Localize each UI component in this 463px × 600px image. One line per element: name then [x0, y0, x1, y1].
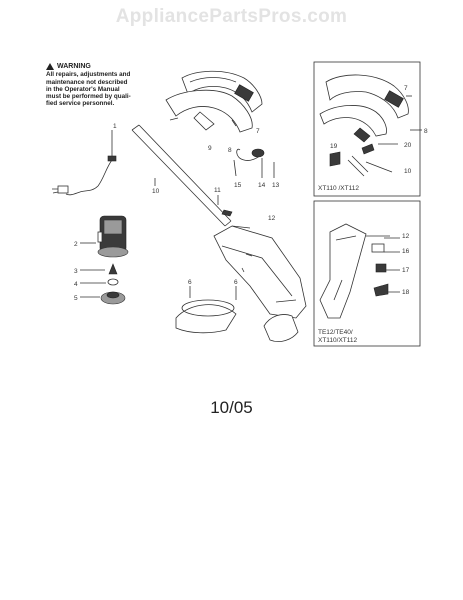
part-11-clip: [217, 195, 233, 217]
watermark: AppliancePartsPros.com: [115, 6, 348, 27]
inset-top-handle: [319, 74, 412, 177]
inset-callout-7: 7: [404, 85, 408, 92]
warning-triangle-icon: [46, 63, 54, 71]
inset-bottom-housing: [319, 223, 390, 319]
callout-9: 9: [208, 145, 212, 152]
part-1-cord: [52, 130, 117, 196]
callout-12: 12: [268, 215, 276, 222]
callout-8: 8: [228, 147, 232, 154]
warning-title: WARNING: [46, 63, 146, 71]
callout-7: 7: [256, 128, 260, 135]
inset-callout-12: 12: [402, 233, 410, 240]
part-13-14-15-switch: [233, 148, 275, 178]
callout-5: 5: [74, 295, 78, 302]
inset-bottom-label-2: XT110/XT112: [318, 337, 358, 344]
callout-4: 4: [74, 281, 78, 288]
warning-line-2: maintenance not described: [46, 78, 128, 86]
part-6-guard: [175, 286, 237, 334]
callout-1: 1: [113, 123, 117, 130]
inset-box-bottom: [313, 200, 421, 347]
callout-3: 3: [74, 268, 78, 275]
warning-line-5: fied service personnel.: [46, 100, 115, 108]
callout-2: 2: [74, 241, 78, 248]
callout-6b: 6: [234, 279, 238, 286]
warning-title-text: WARNING: [57, 63, 91, 70]
inset-callout-19: 19: [330, 143, 338, 150]
inset-box-top: [313, 61, 421, 197]
callout-14: 14: [258, 182, 266, 189]
callout-13: 13: [272, 182, 280, 189]
part-4-washer: [80, 278, 119, 286]
inset-callout-16: 16: [402, 248, 410, 255]
warning-line-4: must be performed by quali-: [46, 93, 131, 101]
part-6-housing-cover: [235, 267, 299, 342]
part-3-fan: [80, 263, 118, 275]
warning-line-3: in the Operator's Manual: [46, 85, 120, 93]
part-10-shaft: [131, 124, 232, 227]
part-handle-housing: [165, 89, 253, 133]
inset-callout-8: 8: [424, 128, 428, 135]
part-7-handle: [181, 70, 263, 113]
inset-callout-20: 20: [404, 142, 412, 149]
inset-callout-10: 10: [404, 168, 412, 175]
callout-10: 10: [152, 188, 160, 195]
inset-top-label: XT110 /XT112: [318, 185, 359, 192]
callout-15: 15: [234, 182, 242, 189]
inset-callout-17: 17: [402, 267, 410, 274]
inset-bottom-label-1: TE12/TE40/: [318, 329, 353, 336]
part-2-motor: [80, 215, 129, 258]
callout-6a: 6: [188, 279, 192, 286]
callout-11: 11: [214, 187, 221, 194]
inset-callout-18: 18: [402, 289, 410, 296]
warning-notice: WARNING All repairs, adjustments and mai…: [46, 63, 146, 108]
part-12-lower-housing: [213, 225, 307, 319]
date-code: 10/05: [210, 398, 253, 417]
part-5-spool-base: [80, 291, 126, 305]
warning-line-1: All repairs, adjustments and: [46, 71, 131, 79]
